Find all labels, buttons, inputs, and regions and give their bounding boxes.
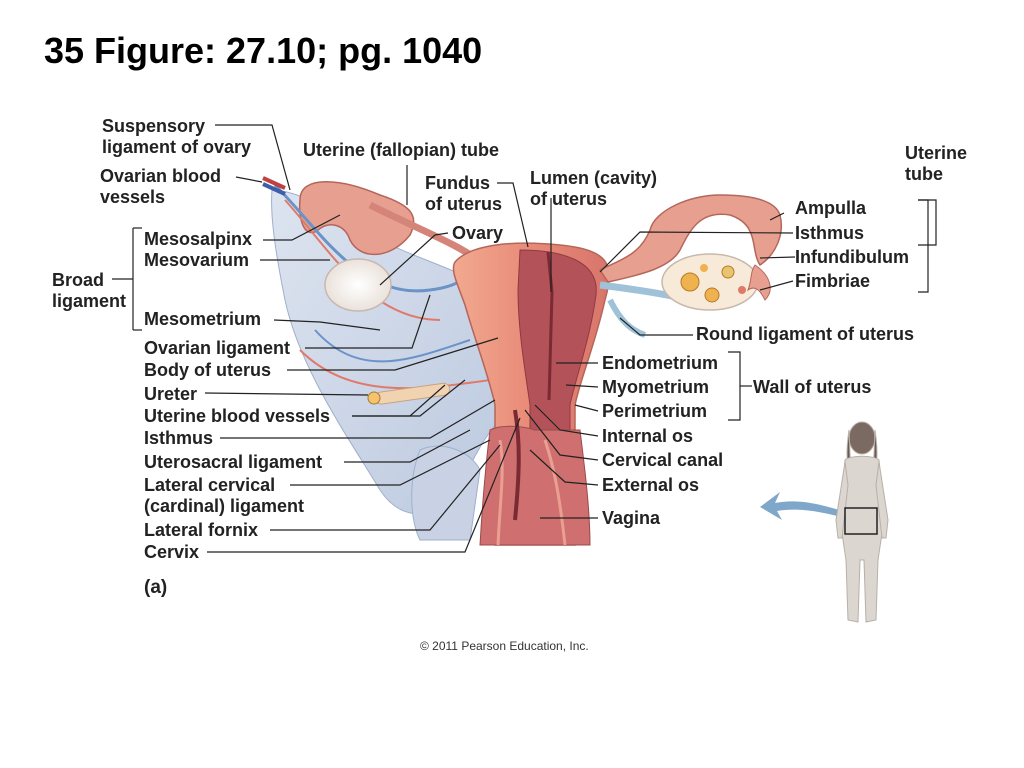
copyright-notice: © 2011 Pearson Education, Inc. (420, 639, 589, 653)
orientation-arrow-icon (760, 492, 845, 520)
right-uterine-tube-shape (598, 194, 782, 283)
label-cervical-canal: Cervical canal (602, 450, 724, 470)
vagina-shape (479, 425, 591, 546)
left-uterine-tube-shape (298, 181, 415, 256)
label-infundibulum: Infundibulum (795, 247, 909, 267)
left-ovary-shape (324, 258, 392, 312)
label-mesosalpinx: Mesosalpinx (144, 229, 253, 249)
label-body-of-uterus: Body of uterus (144, 360, 272, 380)
label-round-ligament: Round ligament of uterus (696, 324, 914, 344)
human-figure-icon (835, 421, 889, 623)
label-uterine-blood-vessels: Uterine blood vessels (144, 406, 331, 426)
label-mesometrium: Mesometrium (144, 309, 262, 329)
uterine-cavity-shape (517, 249, 597, 441)
label-uterine-fallopian-tube: Uterine (fallopian) tube (303, 140, 500, 160)
label-external-os: External os (602, 475, 700, 495)
fimbriae-shape (746, 264, 771, 301)
uterosacral-ligament-shape (411, 445, 481, 541)
label-perimetrium: Perimetrium (602, 401, 708, 421)
label-ampulla: Ampulla (795, 198, 867, 218)
label-fimbriae: Fimbriae (795, 271, 871, 291)
label-vagina: Vagina (602, 508, 661, 528)
label-ureter: Ureter (144, 384, 198, 404)
label-isthmus-uterus: Isthmus (144, 428, 214, 448)
label-cervix: Cervix (144, 542, 200, 562)
label-isthmus-tube: Isthmus (795, 223, 865, 243)
label-uterosacral-ligament: Uterosacral ligament (144, 452, 323, 472)
label-ovarian-ligament: Ovarian ligament (144, 338, 291, 358)
label-lateral-cervical-ligament: Lateral cervical(cardinal) ligament (144, 475, 305, 516)
label-lateral-fornix: Lateral fornix (144, 520, 259, 540)
label-myometrium: Myometrium (602, 377, 710, 397)
label-ovary: Ovary (452, 223, 504, 243)
label-internal-os: Internal os (602, 426, 694, 446)
label-endometrium: Endometrium (602, 353, 719, 373)
label-lumen-of-uterus: Lumen (cavity)of uterus (530, 168, 658, 209)
leader-lines (112, 124, 937, 553)
label-wall-of-uterus: Wall of uterus (753, 377, 872, 397)
panel-label: (a) (144, 577, 168, 598)
label-mesovarium: Mesovarium (144, 250, 250, 270)
slide-title: 35 Figure: 27.10; pg. 1040 (44, 30, 483, 71)
focus-box (844, 507, 878, 535)
